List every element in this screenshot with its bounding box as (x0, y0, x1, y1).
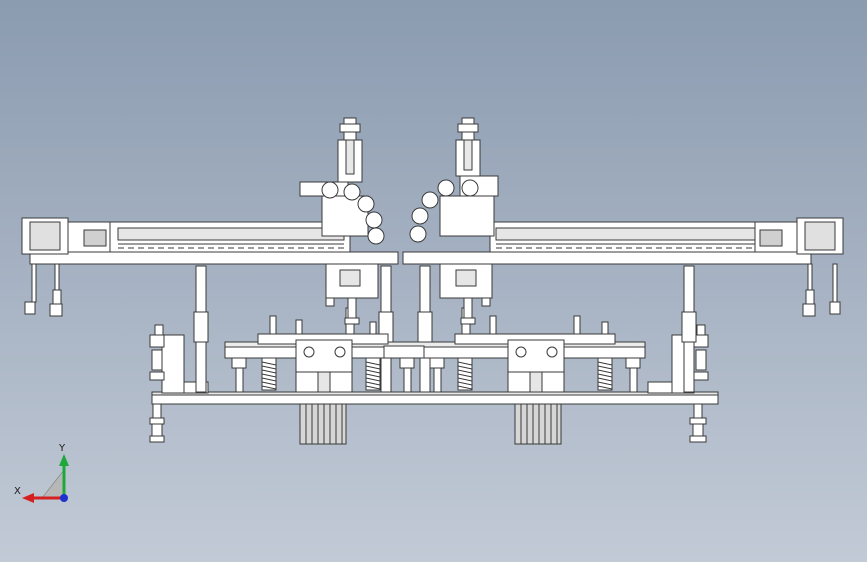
cable-chain-left (321, 181, 385, 245)
base-block (647, 381, 673, 394)
spring-right-a (457, 357, 473, 391)
linear-rail-left (109, 221, 351, 253)
gantry-plate-right (402, 251, 812, 265)
base-foot-left (149, 403, 165, 443)
pick-head-left (325, 263, 379, 325)
sensor-left-a (24, 263, 37, 315)
y-axis-label: Y (58, 443, 66, 454)
end-motor-left (21, 217, 111, 255)
triad-plane (41, 468, 65, 499)
y-axis-arrowhead (59, 454, 69, 466)
end-motor-right (754, 217, 844, 255)
center-block (383, 345, 425, 359)
spring-left-b (365, 357, 381, 391)
pick-head-right (439, 263, 493, 325)
spring-left-a (261, 357, 277, 391)
x-axis-arrowhead (22, 493, 34, 503)
lower-motor-right (514, 403, 562, 445)
base-foot-right (689, 403, 707, 443)
cable-chain-right (409, 179, 479, 243)
gantry-plate-left (29, 251, 399, 265)
spring-right-b (597, 357, 613, 391)
fixture-rail-top (224, 341, 646, 348)
fixture-right (454, 307, 616, 393)
linear-rail-right (489, 221, 791, 253)
carriage-right (439, 117, 499, 237)
sensor-right-b (829, 263, 841, 315)
support-posts (193, 265, 697, 393)
fixture-left (257, 307, 389, 393)
z-axis-dot (60, 494, 68, 502)
fixture-rail (224, 345, 646, 359)
sensor-left-b (49, 263, 63, 317)
machine-assembly[interactable] (21, 117, 844, 445)
side-column-left (149, 324, 185, 394)
rail-rollers (231, 357, 641, 393)
sensor-right-a (802, 263, 816, 317)
coordinate-triad: Y X (14, 443, 69, 503)
lower-motor-left (299, 403, 347, 445)
x-axis-label: X (14, 486, 21, 497)
carriage-left (299, 117, 369, 237)
